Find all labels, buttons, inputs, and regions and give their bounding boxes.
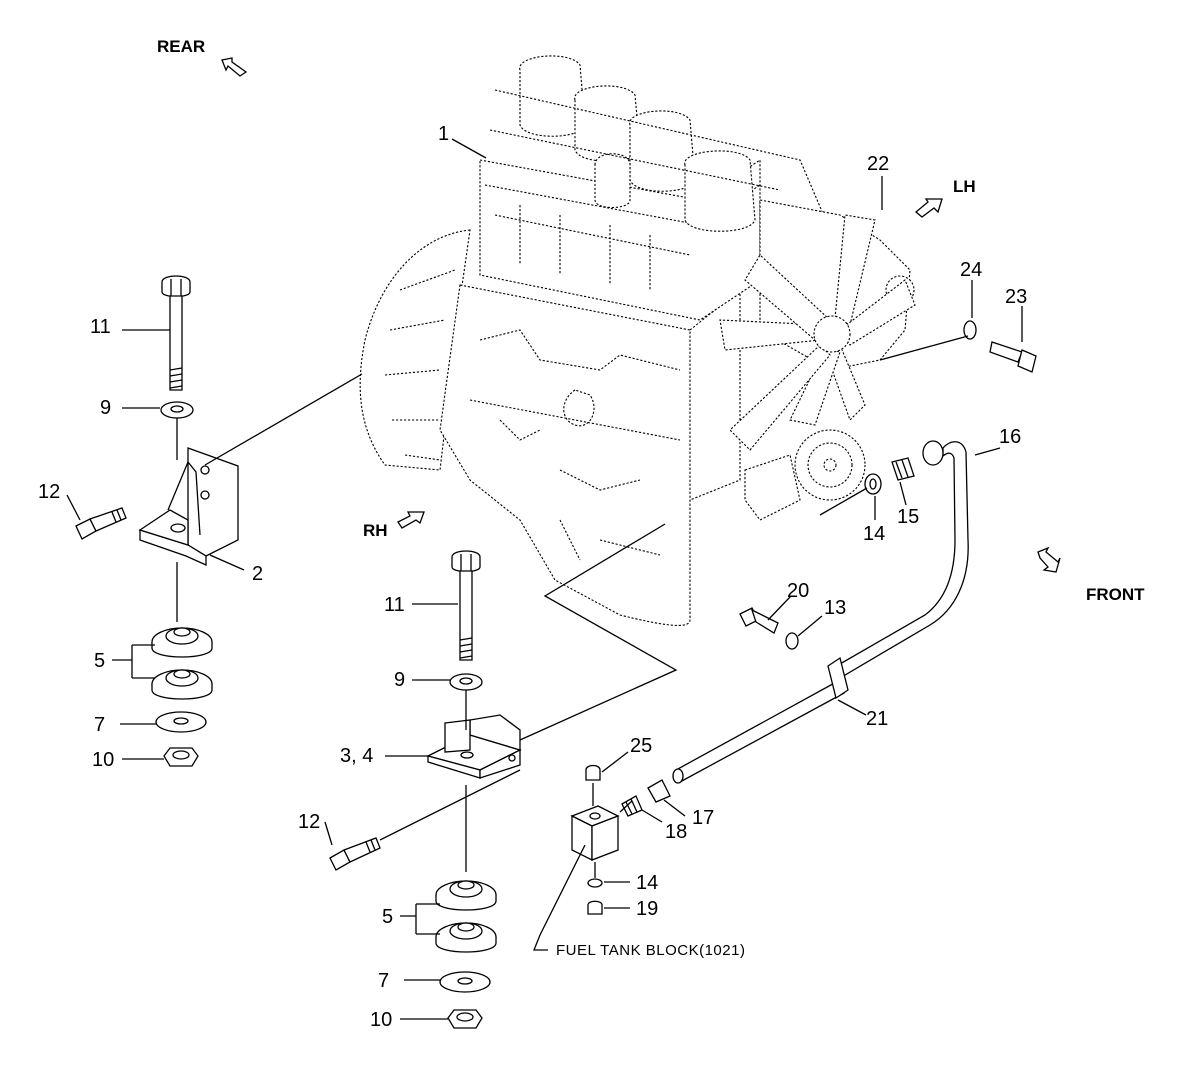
bolt-20 [739, 607, 779, 634]
washer-9-left [160, 401, 194, 419]
callout-2: 2 [252, 563, 263, 585]
callout-10-left: 10 [92, 749, 114, 771]
callout-14-upper: 14 [863, 523, 885, 545]
callout-1: 1 [438, 123, 449, 145]
bracket-2 [138, 447, 239, 567]
callout-21: 21 [866, 708, 888, 730]
callout-22: 22 [867, 153, 889, 175]
bracket-3-4 [426, 714, 522, 779]
center-mount-stack [329, 523, 678, 1029]
callout-24: 24 [960, 259, 982, 281]
callout-7-left: 7 [94, 714, 105, 736]
fitting-15 [891, 457, 915, 481]
fuel-tank-block-note: FUEL TANK BLOCK(1021) [556, 942, 745, 959]
callout-5-left: 5 [94, 650, 105, 672]
direction-rh: RH [363, 511, 425, 540]
engine-assembly [359, 55, 915, 626]
fuel-tank-block [570, 805, 620, 862]
callout-19: 19 [636, 898, 658, 920]
bolt-23 [989, 341, 1037, 373]
direction-label-front: FRONT [1086, 585, 1145, 604]
rubber-mount-5-upper-left [151, 627, 213, 658]
pipe-clamp [827, 656, 849, 700]
direction-arrow-rh [397, 511, 425, 529]
direction-arrow-lh [914, 198, 943, 218]
fitting-18 [621, 795, 643, 817]
washer-9-center [449, 673, 483, 691]
fuel-line-assembly [570, 320, 1037, 915]
nut-10-left [163, 747, 199, 767]
callout-11-center: 11 [384, 594, 405, 616]
fuel-pipe-21 [675, 679, 845, 783]
callout-14-lower: 14 [636, 872, 658, 894]
plug-25 [585, 764, 601, 781]
callout-7-center: 7 [378, 970, 389, 992]
plug-19 [587, 900, 603, 915]
callout-16: 16 [999, 426, 1021, 448]
direction-label-lh: LH [953, 177, 976, 196]
rubber-mount-5-lower-center [435, 922, 497, 953]
direction-rear: REAR [157, 37, 248, 77]
rubber-mount-5-lower-left [151, 669, 213, 700]
nut-10-center [447, 1009, 483, 1029]
callout-12-center: 12 [298, 811, 320, 833]
callout-labels: 1 22 24 23 11 9 12 2 5 7 10 16 15 14 20 … [38, 123, 1027, 1031]
callout-3-4: 3, 4 [340, 745, 373, 767]
leader-lines [66, 138, 1023, 1020]
fitting-17 [647, 779, 671, 803]
direction-lh: LH [914, 177, 976, 218]
callout-11-left: 11 [90, 316, 111, 338]
callout-5-center: 5 [382, 906, 393, 928]
direction-front: FRONT [1037, 546, 1145, 604]
bolt-12-left [75, 507, 127, 540]
rubber-mount-5-upper-center [435, 880, 497, 911]
washer-14-lower [587, 878, 603, 888]
washer-13 [785, 632, 799, 650]
direction-arrow-front [1037, 546, 1061, 573]
washer-24 [963, 320, 977, 340]
callout-13: 13 [824, 597, 846, 619]
bolt-11-left [161, 275, 191, 391]
callout-12-left: 12 [38, 481, 60, 503]
direction-arrow-rear [221, 57, 248, 77]
callout-25: 25 [630, 735, 652, 757]
plate-washer-7-left [155, 711, 207, 733]
callout-10-center: 10 [370, 1009, 392, 1031]
cooling-fan [719, 214, 916, 451]
callout-23: 23 [1005, 286, 1027, 308]
callout-20: 20 [787, 580, 809, 602]
bolt-12-center [329, 837, 381, 871]
callout-9-center: 9 [394, 669, 405, 691]
callout-15: 15 [897, 506, 919, 528]
callout-9-left: 9 [100, 397, 111, 419]
plate-washer-7-center [439, 971, 491, 993]
left-mount-stack [75, 275, 363, 767]
direction-label-rear: REAR [157, 37, 205, 56]
bolt-11-center [451, 550, 481, 661]
direction-label-rh: RH [363, 521, 388, 540]
callout-17: 17 [692, 807, 714, 829]
callout-18: 18 [665, 821, 687, 843]
